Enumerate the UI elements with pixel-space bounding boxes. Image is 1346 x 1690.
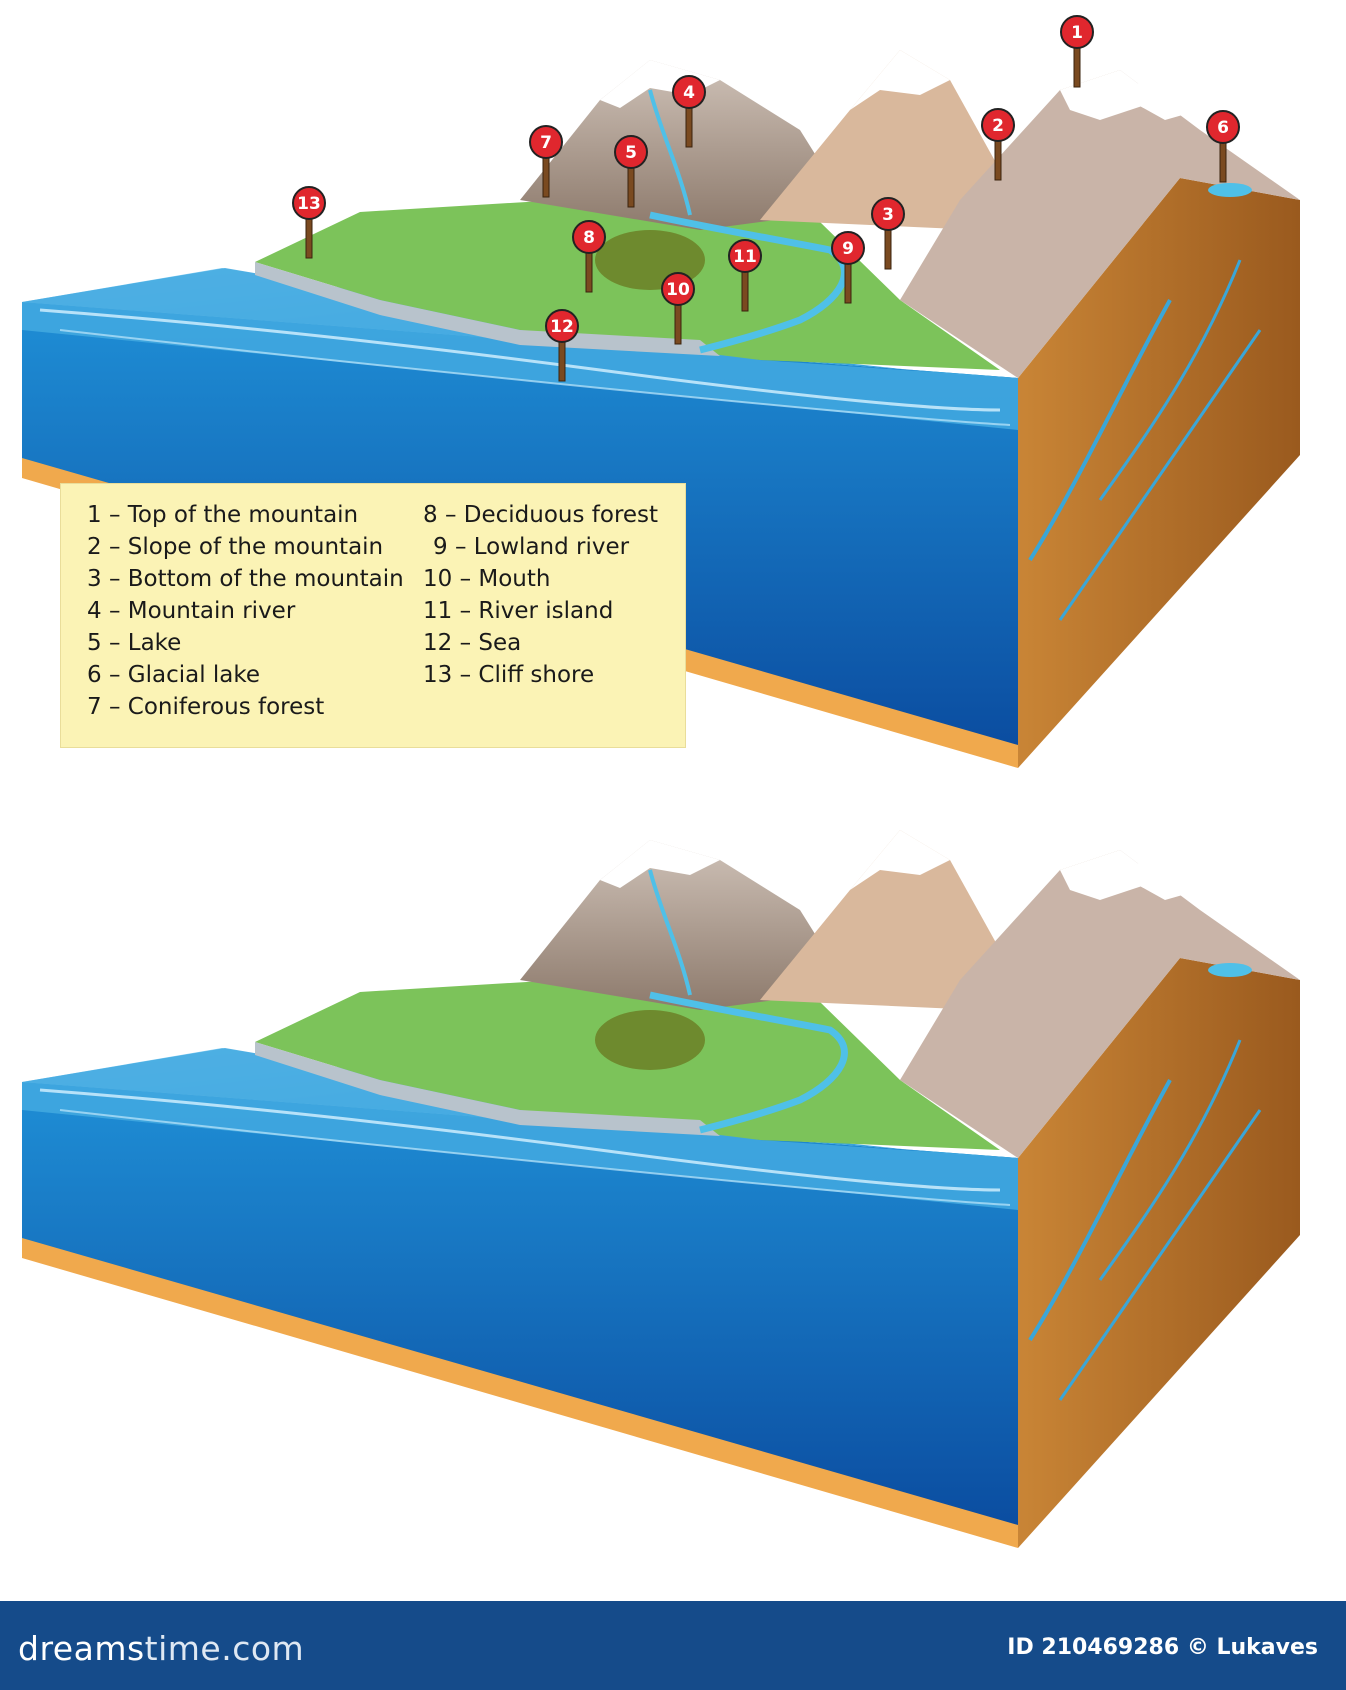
marker-pin <box>614 135 648 169</box>
marker-pin <box>1206 110 1240 144</box>
marker-number: 13 <box>297 194 321 214</box>
marker-number: 4 <box>683 83 695 103</box>
legend-item-12: 12 – Sea <box>423 630 522 656</box>
marker-2: 2 <box>981 108 1015 181</box>
marker-7: 7 <box>529 125 563 198</box>
marker-number: 10 <box>666 280 690 300</box>
marker-11: 11 <box>728 239 762 312</box>
legend-item-4: 4 – Mountain river <box>87 598 296 624</box>
marker-number: 2 <box>992 116 1004 136</box>
legend-item-5: 5 – Lake <box>87 630 182 656</box>
marker-10: 10 <box>661 272 695 345</box>
marker-pin <box>1060 15 1094 49</box>
footer-bar: dreamstime.com ID 210469286 © Lukaves <box>0 1601 1346 1690</box>
legend-item-11: 11 – River island <box>423 598 614 624</box>
marker-6: 6 <box>1206 110 1240 183</box>
marker-pin <box>661 272 695 306</box>
marker-number: 12 <box>550 317 574 337</box>
legend-item-13: 13 – Cliff shore <box>423 662 595 688</box>
marker-number: 6 <box>1217 118 1229 138</box>
legend-item-6: 6 – Glacial lake <box>87 662 261 688</box>
marker-3: 3 <box>871 197 905 270</box>
brand-logo[interactable]: dreamstime.com <box>18 1629 304 1668</box>
marker-13: 13 <box>292 186 326 259</box>
image-credit: ID 210469286 © Lukaves <box>1007 1635 1318 1660</box>
marker-pin <box>981 108 1015 142</box>
brand-main: dreams <box>18 1629 145 1668</box>
marker-number: 3 <box>882 205 894 225</box>
marker-pin <box>545 309 579 343</box>
marker-number: 7 <box>540 133 552 153</box>
unlabeled-diagram <box>22 815 1300 1548</box>
marker-9: 9 <box>831 231 865 304</box>
marker-pin <box>529 125 563 159</box>
marker-4: 4 <box>672 75 706 148</box>
legend-item-2: 2 – Slope of the mountain <box>87 534 384 560</box>
marker-pin <box>572 220 606 254</box>
marker-number: 8 <box>583 228 595 248</box>
legend-item-7: 7 – Coniferous forest <box>87 694 325 720</box>
marker-pin <box>831 231 865 265</box>
legend-item-9: 9 – Lowland river <box>433 534 630 560</box>
legend-item-3: 3 – Bottom of the mountain <box>87 566 404 592</box>
legend-item-10: 10 – Mouth <box>423 566 551 592</box>
marker-12: 12 <box>545 309 579 382</box>
marker-number: 5 <box>625 143 637 163</box>
marker-pin <box>292 186 326 220</box>
marker-pin <box>672 75 706 109</box>
brand-rest: time.com <box>144 1629 305 1668</box>
marker-1: 1 <box>1060 15 1094 88</box>
marker-number: 9 <box>842 239 854 259</box>
marker-pin <box>728 239 762 273</box>
marker-8: 8 <box>572 220 606 293</box>
marker-pin <box>871 197 905 231</box>
legend-item-1: 1 – Top of the mountain <box>87 502 359 528</box>
marker-number: 1 <box>1071 23 1083 43</box>
marker-5: 5 <box>614 135 648 208</box>
legend-box: 1 – Top of the mountain 2 – Slope of the … <box>60 483 686 748</box>
marker-number: 11 <box>733 247 757 267</box>
legend-item-8: 8 – Deciduous forest <box>423 502 659 528</box>
